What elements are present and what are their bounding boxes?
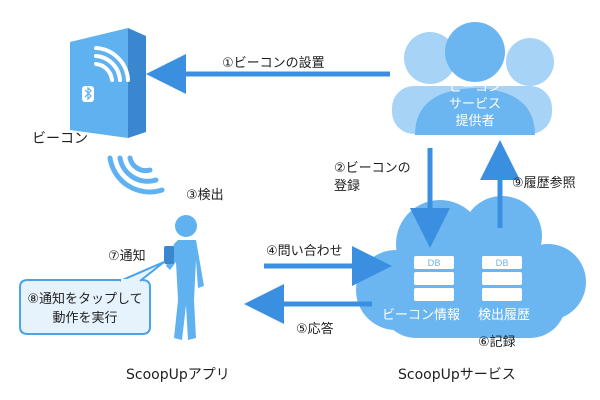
phone-notify-label: ⑦通知 (108, 249, 146, 264)
provider-text: ビーコン サービス 提供者 (435, 79, 515, 130)
service-label: ScoopUpサービス (398, 367, 516, 383)
step-inquire-label: ④問い合わせ (266, 244, 343, 259)
step-register-label: ②ビーコンの 登録 (334, 160, 411, 196)
wifi-icon (94, 46, 130, 82)
beacon-label: ビーコン (32, 131, 88, 147)
db-left-caption: ビーコン情報 (382, 308, 461, 323)
step-detect-label: ③検出 (186, 188, 224, 203)
db-left-text: DB (427, 259, 441, 269)
bubble-line-1: ⑧通知をタップして (27, 292, 143, 307)
step-answer-label: ⑤応答 (296, 322, 334, 337)
app-label: ScoopUpアプリ (126, 367, 230, 383)
provider-line-3: 提供者 (455, 114, 495, 129)
step-register-line-1: ②ビーコンの (334, 161, 411, 176)
bluetooth-icon (82, 86, 94, 102)
bubble-line-2: 動作を実行 (52, 311, 118, 326)
db-left (414, 256, 454, 301)
provider-line-2: サービス (448, 97, 501, 112)
bubble-text: ⑧通知をタップして 動作を実行 (24, 290, 146, 328)
beacon-device (70, 28, 146, 138)
db-right-caption: 検出履歴 (478, 308, 531, 323)
provider-line-1: ビーコン (448, 80, 501, 95)
step-history-label: ⑨履歴参照 (512, 176, 576, 191)
person-figure (166, 215, 204, 340)
provider-cloud (392, 22, 554, 135)
beacon-signal-waves (107, 155, 165, 195)
tap-bubble (19, 261, 165, 335)
step-register-line-2: 登録 (334, 179, 361, 194)
db-right (482, 256, 522, 301)
step-install-label: ①ビーコンの設置 (222, 56, 325, 71)
phone-icon (164, 246, 174, 264)
record-label: ⑥記録 (478, 335, 516, 350)
db-right-text: DB (495, 259, 509, 269)
